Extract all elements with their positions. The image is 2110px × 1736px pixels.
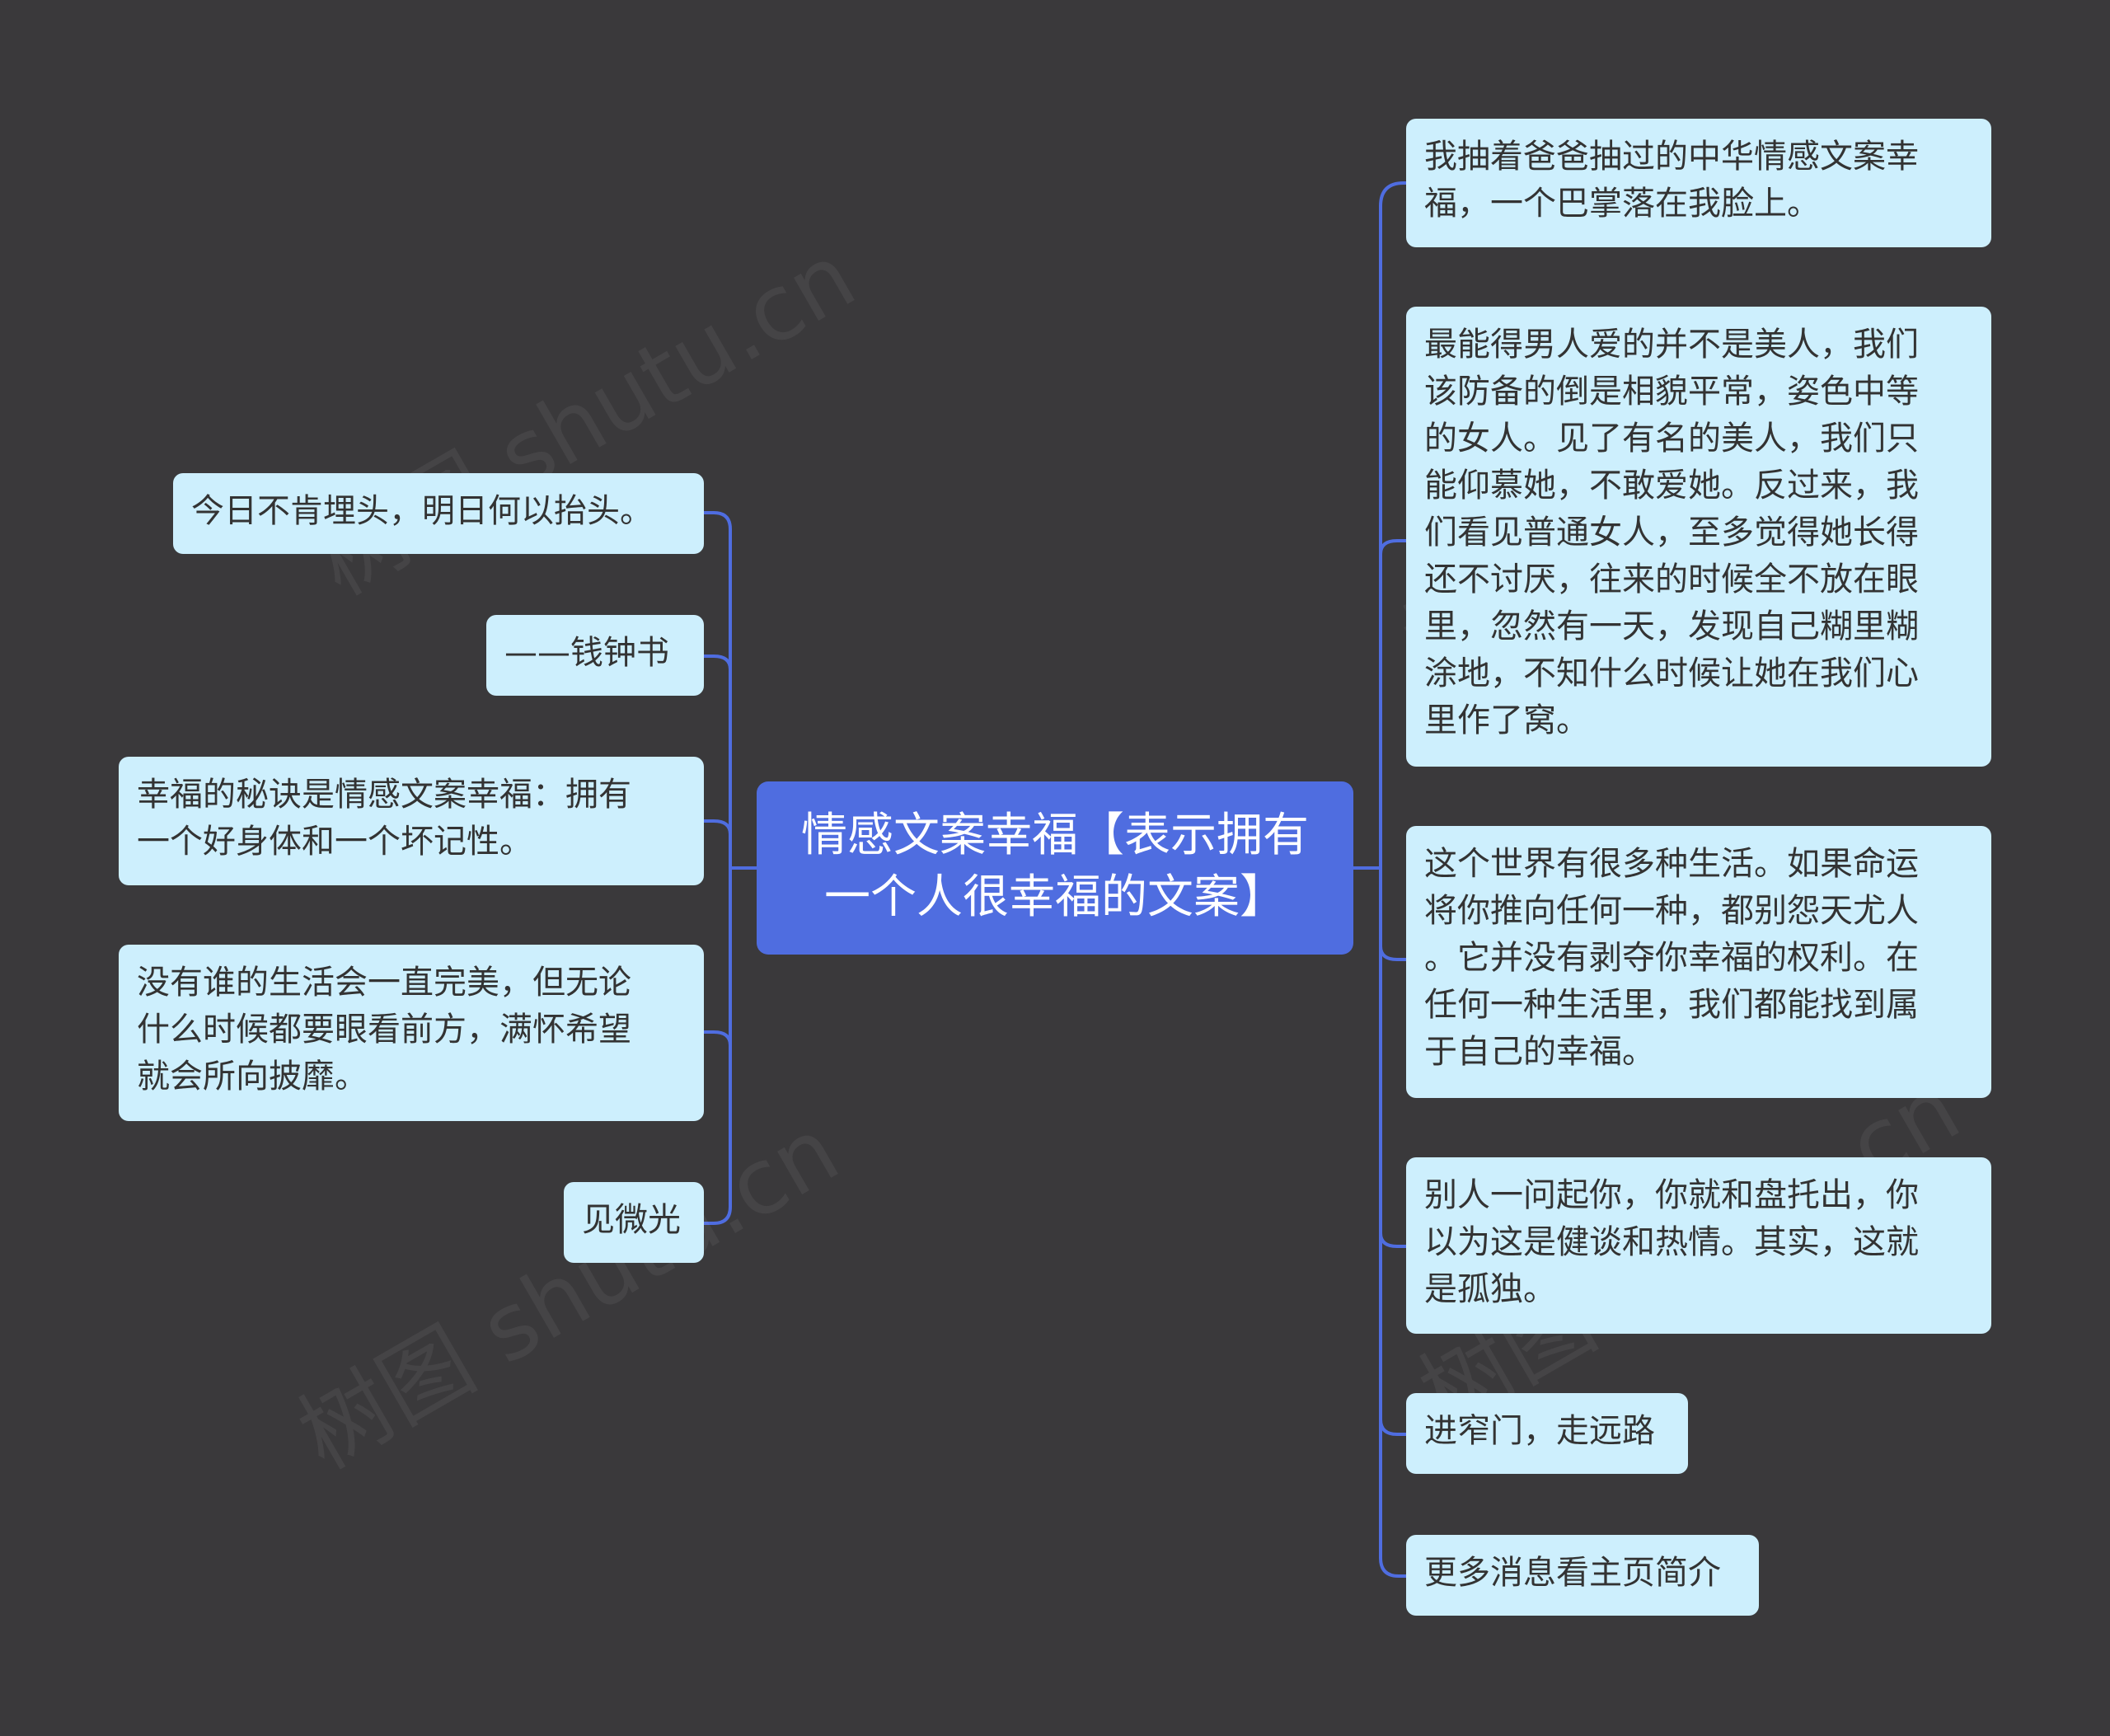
connector-right-3	[1379, 945, 1406, 961]
right-node-5[interactable]: 进窄门，走远路	[1406, 1393, 1688, 1474]
left-node-2[interactable]: ——钱钟书	[486, 615, 704, 696]
left-node-3[interactable]: 幸福的秘诀是情感文案幸福：拥有 一个好身体和一个坏记性。	[119, 757, 704, 885]
connector-right-6	[1379, 1557, 1406, 1578]
connector-left-1	[704, 511, 732, 530]
connector-left-4	[704, 1030, 732, 1046]
connector-right-2	[1379, 539, 1406, 555]
connector-left-5	[704, 1206, 732, 1225]
right-node-2[interactable]: 最能得男人爱的并不是美人，我们 该防备的倒是相貌平常，姿色中等 的女人。见了有名…	[1406, 307, 1991, 767]
connector-left-3	[704, 819, 732, 835]
left-node-4[interactable]: 没有谁的生活会一直完美，但无论 什么时候都要眼看前方，满怀希望 就会所向披靡。	[119, 945, 704, 1121]
left-node-5[interactable]: 见微光	[564, 1182, 704, 1263]
connector-right-5	[1379, 1419, 1406, 1436]
connector-right-4	[1379, 1232, 1406, 1248]
root-node[interactable]: 情感文案幸福【表示拥有 一个人很幸福的文案】	[757, 781, 1353, 955]
right-node-1[interactable]: 我抽着爸爸抽过的中华情感文案幸 福，一个巴掌落在我脸上。	[1406, 119, 1991, 247]
right-node-3[interactable]: 这个世界有很多种生活。如果命运 将你推向任何一种，都别怨天尤人 。它并没有剥夺你…	[1406, 826, 1991, 1098]
connector-right-1	[1379, 181, 1406, 207]
connector-left-2	[704, 655, 732, 670]
left-node-1[interactable]: 今日不肯埋头，明日何以抬头。	[173, 473, 704, 554]
right-node-4[interactable]: 别人一问起你，你就和盘托出，你 以为这是健谈和热情。其实，这就 是孤独。	[1406, 1157, 1991, 1334]
right-node-6[interactable]: 更多消息看主页简介	[1406, 1535, 1759, 1616]
